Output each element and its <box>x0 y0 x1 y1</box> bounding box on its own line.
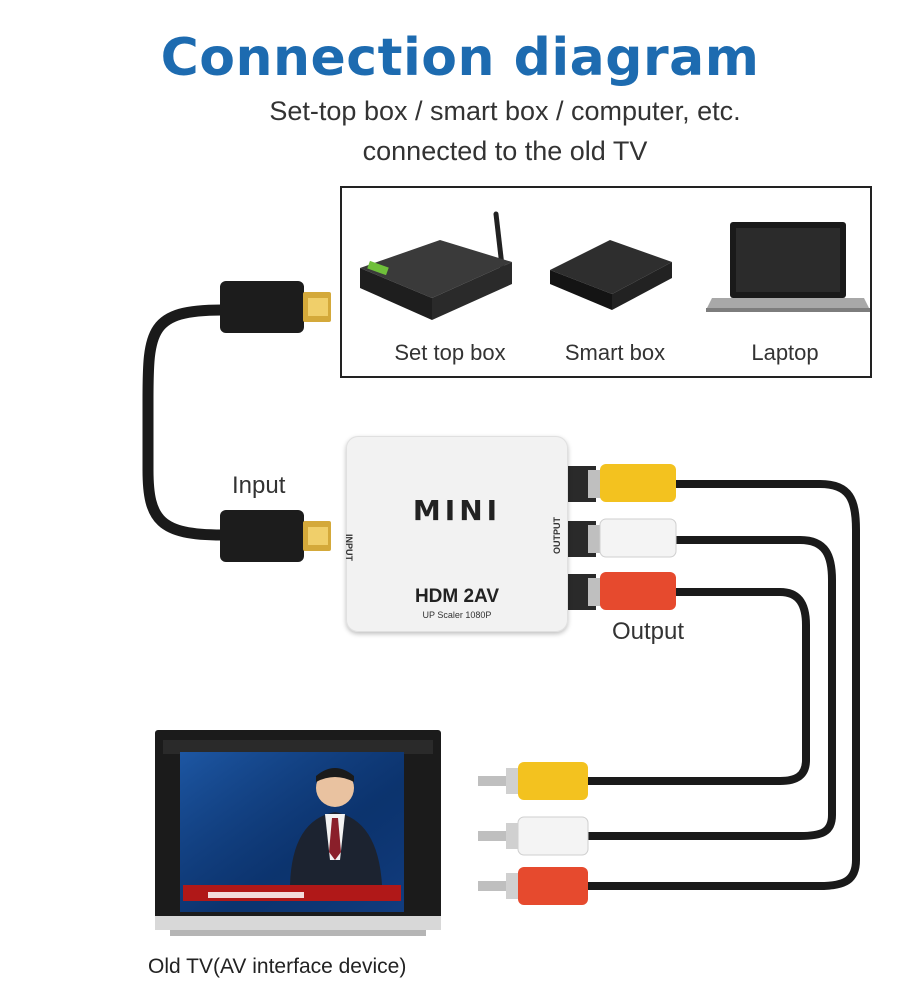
rca-plug-yellow-top-icon <box>566 464 676 502</box>
rca-plug-white-bottom-icon <box>478 816 589 856</box>
hdmi-plug-bottom-icon <box>220 510 331 562</box>
input-label: Input <box>232 472 286 499</box>
rca-plug-red-top-icon <box>566 572 676 610</box>
output-label: Output <box>612 618 685 645</box>
rca-cables <box>586 480 860 890</box>
rca-plug-red-bottom-icon <box>478 867 588 905</box>
rca-plug-white-top-icon <box>566 518 677 558</box>
converter-brand: MINI <box>412 494 502 527</box>
laptop-icon <box>706 222 870 312</box>
laptop-label: Laptop <box>751 340 819 365</box>
subtitle-line-1: Set-top box / smart box / computer, etc. <box>269 96 741 126</box>
smart-box-label: Smart box <box>564 340 666 365</box>
converter-subtext: UP Scaler 1080P <box>422 610 492 620</box>
old-tv-icon <box>155 730 441 936</box>
converter-model: HDM 2AV <box>414 586 500 607</box>
old-tv-label: Old TV(AV interface device) <box>148 955 407 978</box>
converter-output-tag: OUTPUT <box>552 517 562 554</box>
rca-plug-yellow-bottom-icon <box>478 762 588 800</box>
hdmi-to-av-converter: MINI INPUT OUTPUT HDM 2AV UP Scaler 1080… <box>344 436 568 632</box>
converter-input-tag: INPUT <box>344 534 354 561</box>
page-title: Connection diagram <box>160 28 760 88</box>
hdmi-cable <box>142 304 228 541</box>
subtitle-line-2: connected to the old TV <box>362 136 648 166</box>
hdmi-plug-top-icon <box>220 281 331 333</box>
set-top-box-label: Set top box <box>394 340 506 365</box>
smart-box-icon <box>550 240 672 310</box>
set-top-box-icon <box>360 211 512 320</box>
